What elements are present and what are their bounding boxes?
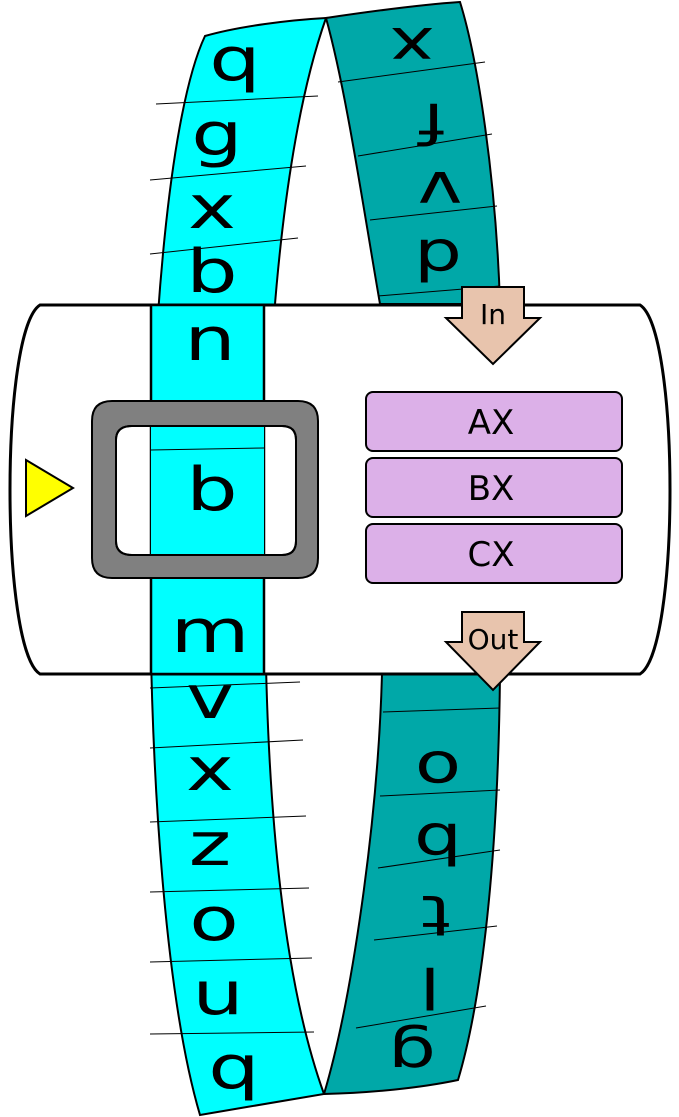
out-arrow-icon <box>443 611 543 692</box>
tape-cell-front: z <box>189 809 232 879</box>
tape-cell-front: q <box>209 24 260 94</box>
tape-cell-back: f <box>417 91 445 157</box>
tape-cell-back: l <box>419 955 440 1021</box>
in-arrow: In <box>443 286 543 366</box>
register-cx <box>365 523 623 584</box>
in-arrow-icon <box>443 286 543 366</box>
register-label: BX <box>468 469 515 509</box>
tape-cell-front: b <box>186 236 237 306</box>
out-arrow-label: Out <box>468 623 519 656</box>
tape-cell-front: m <box>171 596 250 666</box>
tape-cell-back: o <box>415 739 461 805</box>
tape-cell-front: g <box>191 99 242 169</box>
triangle-pointer-icon <box>25 458 75 518</box>
tape-cell-back: x <box>390 15 435 81</box>
register-label: CX <box>467 535 514 575</box>
tape-cell-front: q <box>208 1032 259 1102</box>
tape-cell-front: o <box>189 884 239 954</box>
register-ax <box>365 391 623 452</box>
tape-cell-front: n <box>184 304 235 374</box>
register-stack: AX BX CX <box>365 391 623 584</box>
tape-cell-front: x <box>186 734 234 804</box>
tape-cell-back: d <box>414 227 462 293</box>
tape-cell-under-head: b <box>186 454 237 524</box>
tape-cell-back: g <box>388 1023 436 1089</box>
register-label: AX <box>468 403 515 443</box>
tape-cell-front: x <box>188 172 236 242</box>
tape-back-lower <box>322 673 502 1096</box>
tape-cell-back: v <box>418 159 463 225</box>
in-arrow-label: In <box>480 298 506 331</box>
tape-cell-front: u <box>192 958 243 1028</box>
tape-cell-front: v <box>186 662 234 732</box>
tape-cell-back: b <box>414 811 462 877</box>
register-bx <box>365 457 623 518</box>
tape-cell-back: t <box>421 883 451 949</box>
out-arrow: Out <box>443 611 543 692</box>
